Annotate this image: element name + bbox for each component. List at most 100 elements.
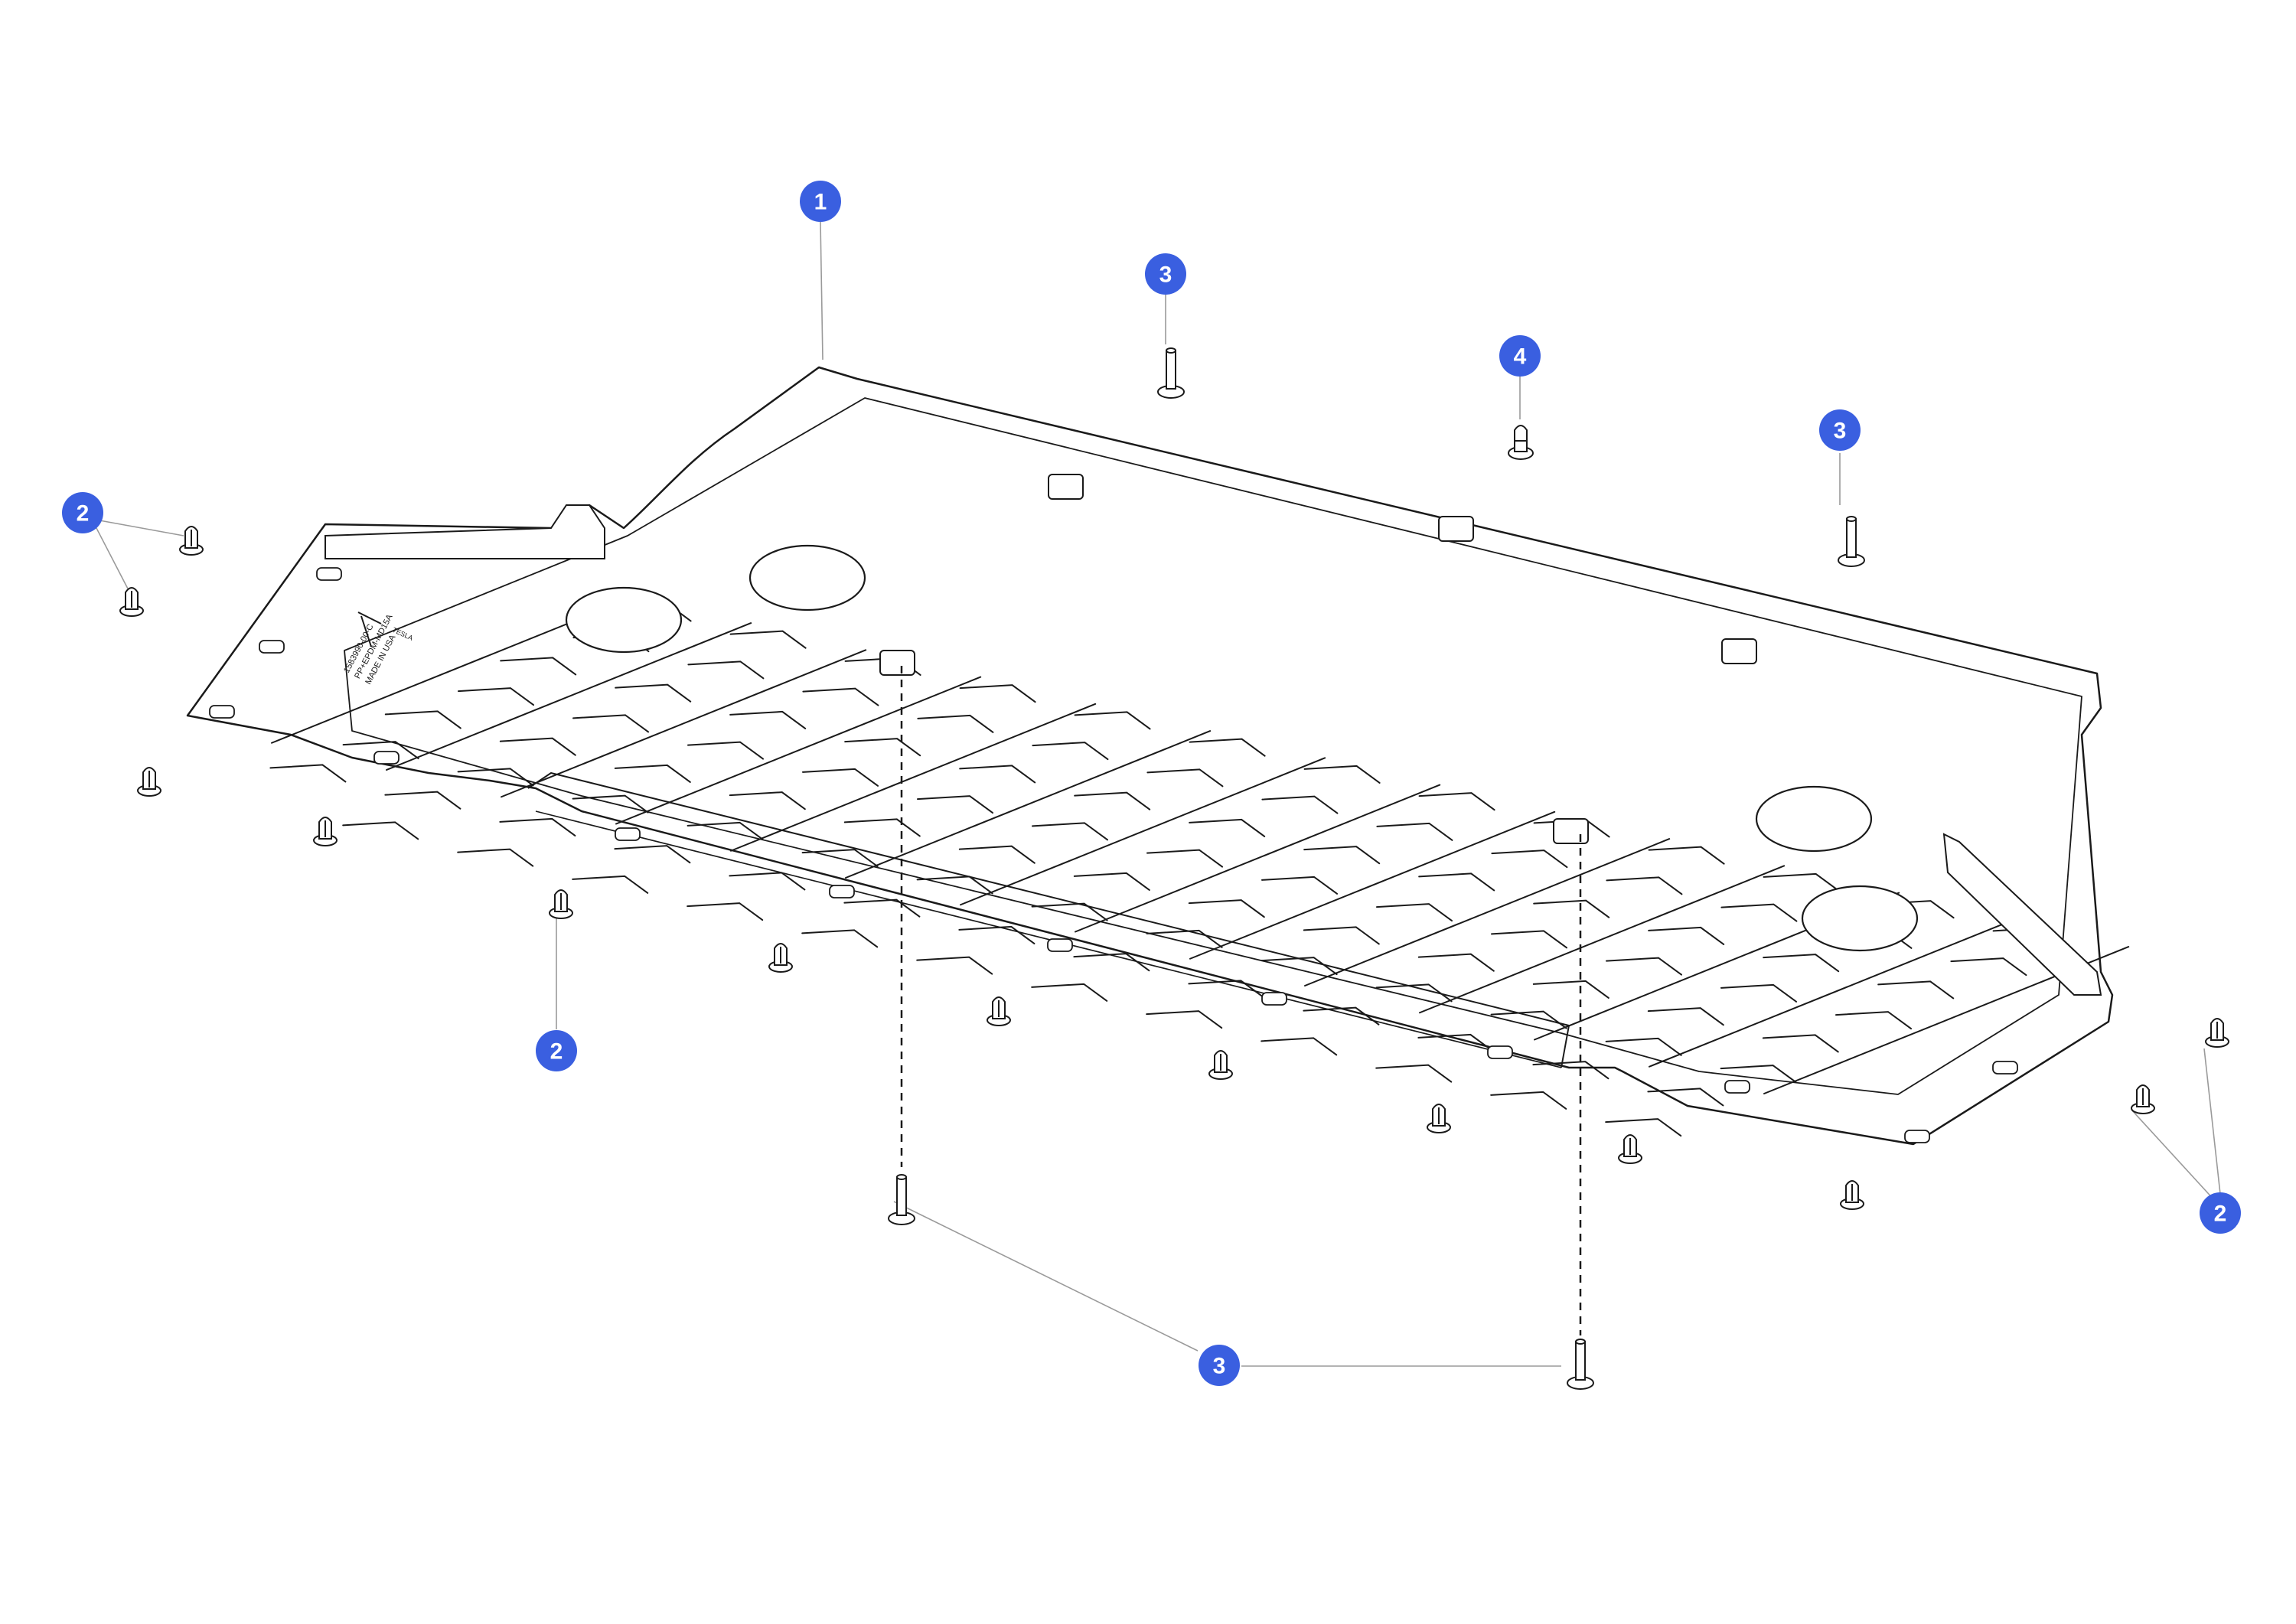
chevron-rib xyxy=(729,710,807,729)
bolt-tip xyxy=(1575,1339,1586,1345)
push-clip xyxy=(137,767,161,797)
chevron-rib xyxy=(384,791,461,810)
chevron-rib xyxy=(1189,738,1266,757)
chevron-rib xyxy=(1532,1061,1609,1080)
edge-tab xyxy=(316,567,342,581)
edge-tab xyxy=(1992,1061,2018,1075)
callout-3-right: 3 xyxy=(1819,409,1861,451)
push-clip xyxy=(119,587,144,617)
chevron-rib xyxy=(959,765,1036,784)
brand-logo-mark xyxy=(357,611,382,647)
push-clip xyxy=(1208,1050,1233,1080)
leader-line xyxy=(2131,1109,2216,1202)
chevron-rib xyxy=(1418,872,1495,892)
callout-1: 1 xyxy=(800,181,841,222)
callout-3-label: 3 xyxy=(1159,263,1172,288)
chevron-rib xyxy=(843,818,921,837)
panel-rib xyxy=(1304,838,1671,986)
chevron-rib xyxy=(499,737,576,756)
chevron-rib xyxy=(1763,872,1840,892)
edge-tab xyxy=(373,751,400,765)
edge-tab xyxy=(1047,938,1073,952)
chevron-rib xyxy=(1146,768,1224,788)
push-clip xyxy=(1840,1180,1864,1210)
chevron-rib xyxy=(1877,980,1955,1000)
bolts xyxy=(888,347,1865,1390)
callout-1-label: 1 xyxy=(814,190,827,215)
chevron-rib xyxy=(457,768,534,787)
chevron-rib xyxy=(1417,1033,1495,1052)
leader-line xyxy=(99,520,184,536)
edge-tab xyxy=(615,827,641,841)
chevron-rib xyxy=(729,630,807,649)
chevron-rib xyxy=(1835,1011,1912,1030)
chevron-rib xyxy=(801,929,879,948)
bolt-shank xyxy=(1166,350,1176,390)
chevron-rib xyxy=(1720,903,1798,922)
callout-3-top: 3 xyxy=(1145,253,1186,295)
chevron-rib xyxy=(572,794,649,814)
chevron-rib xyxy=(916,956,993,975)
chevron-rib xyxy=(687,902,764,921)
chevron-rib xyxy=(1303,846,1381,865)
mount-boss xyxy=(1721,638,1757,664)
callout-2-left-bottom: 2 xyxy=(536,1030,577,1071)
vent-opening xyxy=(565,586,683,654)
panel-rib xyxy=(1189,810,1556,960)
chevron-rib xyxy=(458,687,534,706)
chevron-rib xyxy=(1376,903,1453,922)
chevron-rib xyxy=(1491,850,1568,869)
edge-tab xyxy=(1724,1080,1750,1094)
bolt xyxy=(1157,347,1185,399)
chevron-rib xyxy=(1606,876,1683,895)
chevron-rib xyxy=(958,845,1035,864)
chevron-rib xyxy=(614,845,691,864)
chevron-rib xyxy=(1605,1037,1682,1056)
chevron-rib xyxy=(384,710,461,729)
chevron-rib xyxy=(1188,980,1265,999)
vent-opening xyxy=(1755,785,1873,853)
chevron-rib xyxy=(572,714,649,733)
callout-2-label: 2 xyxy=(550,1039,563,1065)
bolt-tip xyxy=(1166,347,1176,354)
chevron-rib xyxy=(917,795,993,814)
push-clip xyxy=(1618,1134,1642,1164)
assembly-lines xyxy=(900,666,1582,1335)
chevron-rib xyxy=(802,687,879,706)
chevron-rib xyxy=(1303,765,1381,784)
edge-tab xyxy=(209,705,235,719)
chevron-rib xyxy=(1303,926,1380,945)
chevron-rib xyxy=(1647,1088,1724,1107)
callout-3-label: 3 xyxy=(1834,419,1847,444)
chevron-rib xyxy=(1418,792,1495,811)
chevron-rib xyxy=(729,872,806,891)
callout-4: 4 xyxy=(1499,335,1541,377)
right-mounting-flange xyxy=(1942,833,2102,996)
chevron-rib xyxy=(1376,822,1453,841)
chevron-rib xyxy=(500,657,577,676)
chevron-rib xyxy=(802,768,879,787)
bolt xyxy=(1838,516,1865,567)
push-clip xyxy=(2205,1018,2229,1048)
bolt xyxy=(1567,1339,1594,1390)
panel-rib xyxy=(386,622,752,771)
chevron-rib xyxy=(1261,795,1339,814)
chevron-rib xyxy=(687,821,764,840)
panel-rib xyxy=(501,649,867,798)
push-clip xyxy=(1427,1104,1451,1133)
fastener-4-body xyxy=(1514,425,1528,452)
chevron-rib xyxy=(1032,742,1109,761)
push-clip xyxy=(549,889,573,919)
chevron-rib xyxy=(1647,1007,1724,1026)
chevron-rib xyxy=(687,660,765,680)
panel-rib xyxy=(615,676,982,825)
chevron-rib xyxy=(1950,957,2027,977)
mount-boss xyxy=(1553,818,1589,844)
bolt-tip xyxy=(896,1174,907,1180)
vent-opening xyxy=(748,544,866,611)
chevron-rib xyxy=(615,683,692,703)
mount-boss xyxy=(1438,516,1474,542)
panel-rib xyxy=(1075,784,1441,933)
panel-ribs xyxy=(271,595,2130,1094)
panel-vent-openings xyxy=(565,544,1919,952)
